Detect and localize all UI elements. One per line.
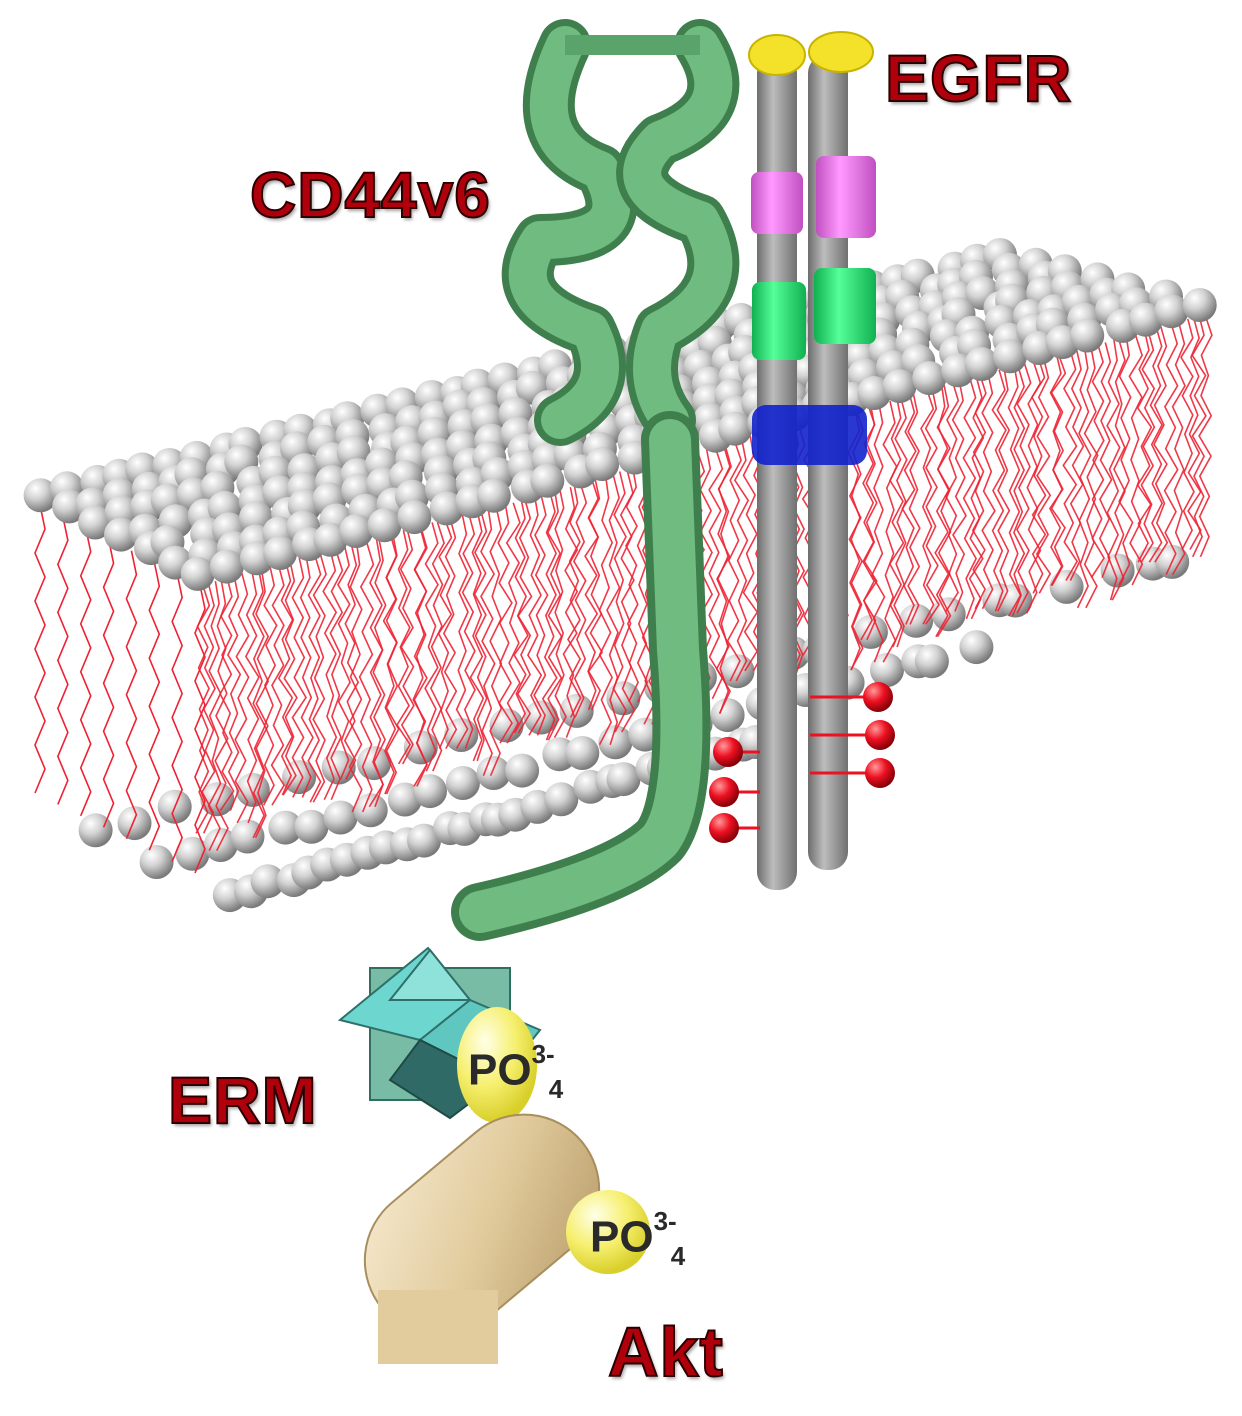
- akt-phosphate-label: PO3- 4: [590, 1206, 691, 1272]
- phosphate-subscript: 4: [548, 1074, 564, 1105]
- egfr-green-domain-left: [752, 282, 806, 360]
- phosphorylation-beads: [709, 682, 895, 843]
- cd44v6-label: CD44v6: [249, 158, 491, 232]
- cd44v6-protein: [501, 19, 740, 446]
- egfr-ligand-right: [808, 31, 874, 73]
- egfr-label: EGFR: [884, 40, 1073, 116]
- erm-label: ERM: [167, 1062, 318, 1138]
- egfr-magenta-domain-left: [751, 172, 803, 234]
- akt-label: Akt: [607, 1312, 724, 1392]
- egfr-magenta-domain-right: [816, 156, 876, 238]
- erm-protein: [337, 946, 542, 1123]
- cd44v6-cytoplasmic-tail: [451, 411, 711, 941]
- egfr-rod-left: [757, 55, 797, 890]
- phosphate-subscript: 4: [670, 1241, 686, 1272]
- phosphate-charge: 3-: [653, 1206, 677, 1236]
- phosphate-base: PO: [468, 1045, 532, 1095]
- akt-phosphate-site: [566, 1190, 650, 1274]
- egfr-transmembrane-band: [752, 405, 867, 465]
- akt-protein: [363, 1113, 650, 1364]
- egfr-dimer: [748, 31, 876, 890]
- phosphate-charge: 3-: [531, 1039, 555, 1069]
- egfr-green-domain-right: [814, 268, 876, 344]
- egfr-ligand-left: [748, 34, 806, 76]
- erm-phosphate-site: [457, 1007, 537, 1123]
- phosphate-base: PO: [590, 1212, 654, 1262]
- erm-phosphate-label: PO3- 4: [468, 1039, 569, 1105]
- outer-leaflet-heads: [23, 238, 1217, 591]
